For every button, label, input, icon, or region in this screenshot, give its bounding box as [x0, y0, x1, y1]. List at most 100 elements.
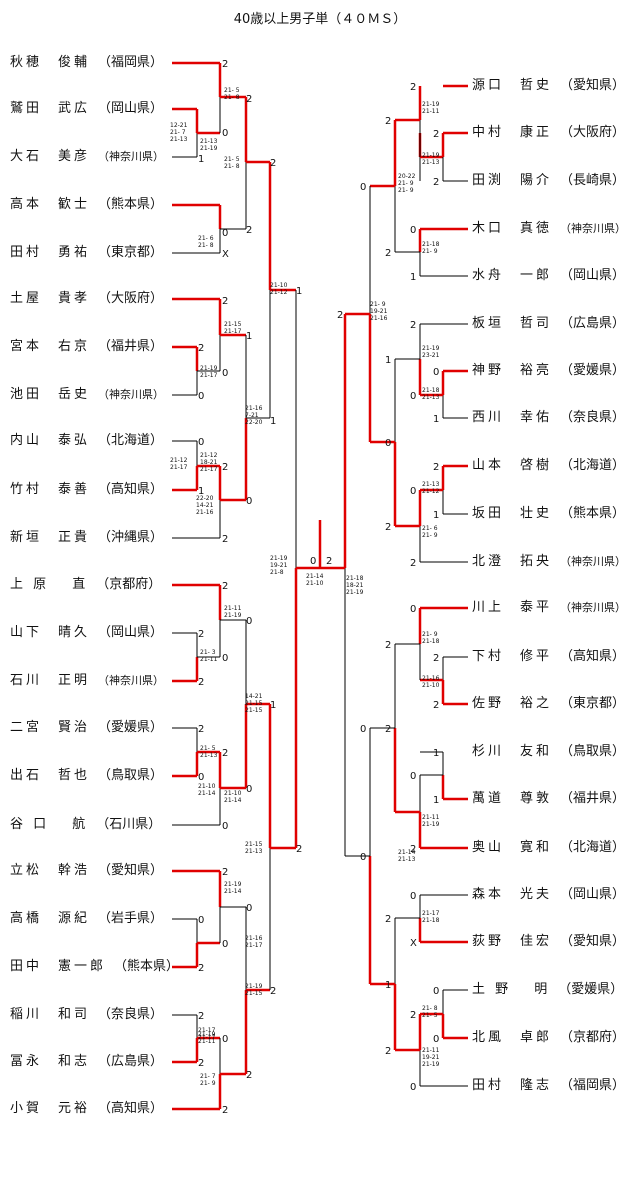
game-score: 21-13: [170, 136, 188, 143]
result-mark: 2: [246, 94, 252, 105]
player-name: 坂田 壮史: [472, 506, 553, 521]
result-mark: X: [222, 249, 229, 260]
player-prefecture: （広島県）: [98, 1054, 164, 1069]
game-score: 21-16: [245, 935, 263, 942]
game-score: 21-10: [224, 790, 242, 797]
player-prefecture: （神奈川県）: [560, 555, 627, 568]
player-prefecture: （福岡県）: [560, 1078, 626, 1093]
player-prefecture: （奈良県）: [98, 1007, 164, 1022]
player-name: 大石 美彦: [10, 149, 91, 164]
result-mark: 0: [360, 852, 366, 863]
player-prefecture: （岡山県）: [98, 625, 164, 640]
player-prefecture: （東京都）: [560, 696, 626, 711]
game-score: 21-18: [422, 917, 440, 924]
right-player-6: 板垣 哲司（広島県）: [472, 316, 625, 332]
game-score: 19-21: [422, 1054, 440, 1061]
game-score: 21- 6: [422, 525, 438, 532]
game-score: 21- 5: [422, 1012, 438, 1019]
result-mark: 0: [410, 486, 416, 497]
player-prefecture: （熊本県）: [114, 959, 180, 974]
result-mark: 2: [222, 867, 228, 878]
left-player-8: 池田 岳史（神奈川県）: [10, 387, 164, 403]
player-prefecture: （高知県）: [98, 482, 164, 497]
result-mark: 0: [222, 821, 228, 832]
right-player-7: 神野 裕亮（愛媛県）: [472, 363, 625, 379]
game-score: 21- 9: [398, 180, 414, 187]
player-name: 佐野 裕之: [472, 696, 553, 711]
game-score: 21-19: [422, 152, 440, 159]
result-mark: 2: [198, 1058, 204, 1069]
result-mark: 2: [410, 1010, 416, 1021]
result-mark: 2: [410, 320, 416, 331]
result-mark: 0: [360, 182, 366, 193]
game-score: 21-12: [200, 452, 218, 459]
game-score: 21- 9: [422, 248, 438, 255]
player-name: 小賀 元裕: [10, 1101, 91, 1116]
result-mark: 0: [246, 784, 252, 795]
result-mark: 0: [310, 556, 316, 567]
result-mark: 0: [222, 653, 228, 664]
player-name: 森本 光夫: [472, 887, 553, 902]
game-score: 21-19: [346, 589, 364, 596]
game-score: 21- 9: [398, 187, 414, 194]
game-score: 21-15: [245, 707, 263, 714]
game-score: 21-17: [224, 328, 242, 335]
result-mark: 2: [385, 522, 391, 533]
player-name: 新垣 正貴: [10, 530, 91, 545]
left-player-7: 宮本 右京（福井県）: [10, 339, 163, 355]
right-player-21: 北風 卓郎（京都府）: [472, 1030, 625, 1046]
player-prefecture: （岩手県）: [98, 911, 164, 926]
left-player-23: 小賀 元裕（高知県）: [10, 1101, 163, 1117]
result-mark: 0: [410, 771, 416, 782]
result-mark: 2: [385, 914, 391, 925]
game-score: 21- 5: [224, 87, 240, 94]
player-prefecture: （京都府）: [96, 577, 162, 592]
result-mark: 2: [222, 534, 228, 545]
player-name: 田渕 陽介: [472, 173, 553, 188]
left-player-4: 高本 歓士（熊本県）: [10, 197, 163, 213]
left-player-10: 竹村 泰善（高知県）: [10, 482, 163, 498]
player-name: 下村 修平: [472, 649, 553, 664]
right-player-10: 坂田 壮史（熊本県）: [472, 506, 625, 522]
left-player-16: 出石 哲也（鳥取県）: [10, 768, 163, 784]
result-mark: X: [410, 938, 417, 949]
game-score: 21-17: [198, 1027, 216, 1034]
player-name: 秋穂 俊輔: [10, 55, 91, 70]
player-prefecture: （大阪府）: [98, 291, 164, 306]
game-score: 21- 3: [200, 649, 216, 656]
player-name: 高橋 源紀: [10, 911, 91, 926]
player-name: 西川 幸佑: [472, 410, 553, 425]
result-mark: 2: [385, 724, 391, 735]
result-mark: 0: [433, 367, 439, 378]
game-score: 21-13: [398, 856, 416, 863]
player-name: 木口 真徳: [472, 221, 553, 236]
player-name: 山下 晴久: [10, 625, 91, 640]
game-score: 21-15: [224, 321, 242, 328]
player-name: 水舟 一郎: [472, 268, 553, 283]
game-score: 21-13: [245, 848, 263, 855]
player-name: 田中 憲一郎: [10, 959, 107, 974]
player-name: 川上 泰平: [472, 600, 553, 615]
game-score: 21-11: [422, 108, 440, 115]
player-name: 田村 勇祐: [10, 245, 91, 260]
result-mark: 1: [385, 355, 391, 366]
game-score: 21-11: [422, 814, 440, 821]
result-mark: 0: [246, 616, 252, 627]
left-player-15: 二宮 賢治（愛媛県）: [10, 720, 163, 736]
result-mark: 2: [433, 700, 439, 711]
game-score: 21-13: [422, 394, 440, 401]
player-name: 土屋 貴孝: [10, 291, 91, 306]
result-mark: 0: [222, 939, 228, 950]
game-score: 21- 9: [422, 532, 438, 539]
player-prefecture: （福井県）: [98, 339, 164, 354]
player-name: 源口 哲史: [472, 78, 553, 93]
result-mark: 0: [433, 986, 439, 997]
player-prefecture: （神奈川県）: [560, 601, 627, 614]
right-player-13: 下村 修平（高知県）: [472, 649, 625, 665]
result-mark: 2: [222, 748, 228, 759]
game-score: 21- 8: [224, 163, 240, 170]
player-name: 石川 正明: [10, 673, 91, 688]
result-mark: 1: [433, 414, 439, 425]
result-mark: 0: [360, 724, 366, 735]
game-score: 21-10: [306, 580, 324, 587]
